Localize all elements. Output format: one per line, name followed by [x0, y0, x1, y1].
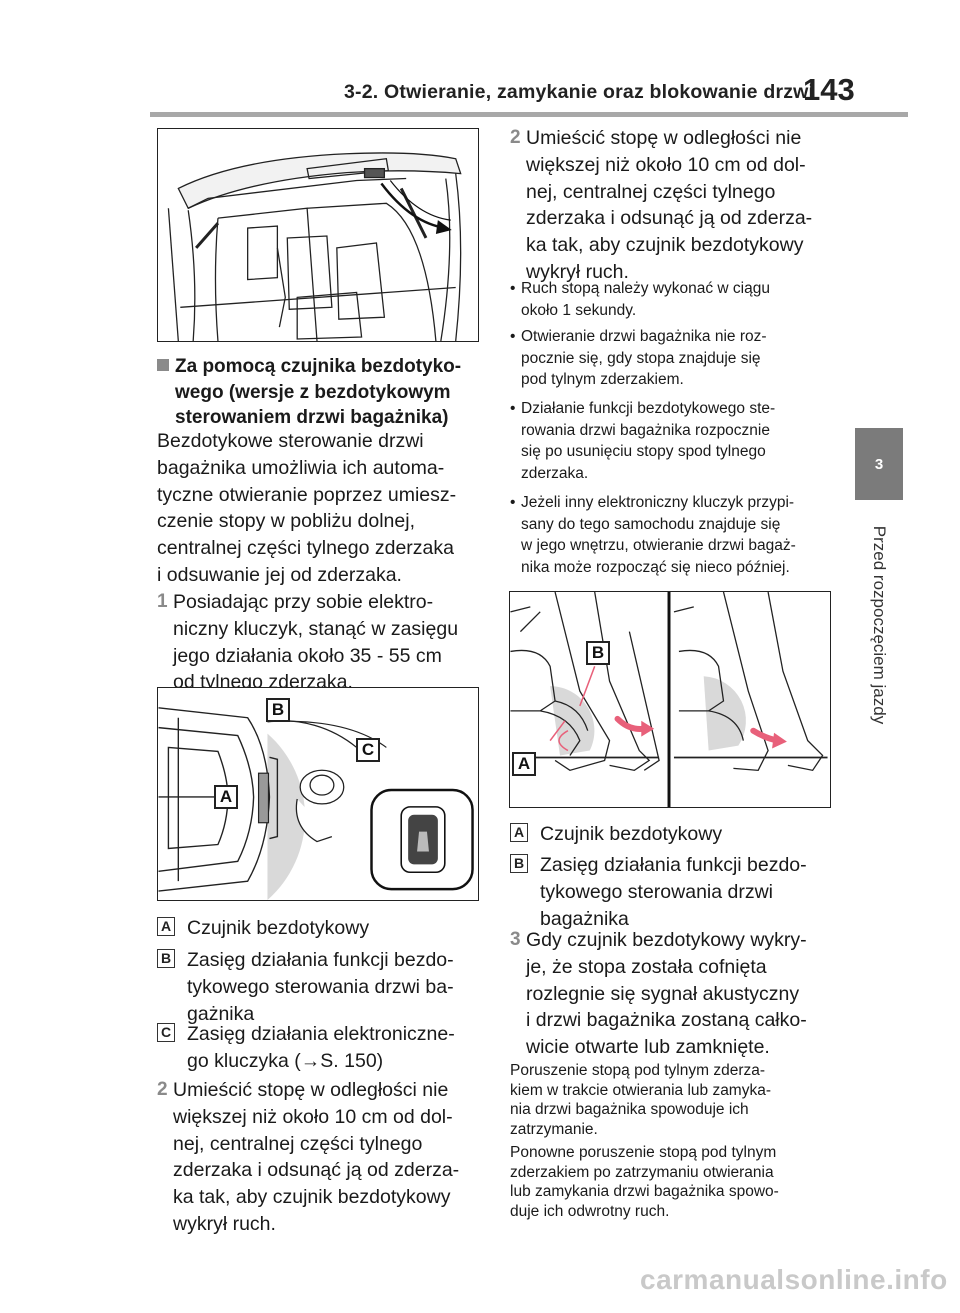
heading-line: sterowaniem drzwi bagażnika)	[175, 407, 449, 428]
bullet-dot: •	[510, 494, 516, 511]
step-item: 2 Umieścić stopę w odległości nie większ…	[510, 125, 845, 286]
legend-item: B Zasięg działania funkcji bezdo- tykowe…	[157, 947, 487, 1027]
foot-motion-drawing	[510, 592, 828, 807]
legend-item: A Czujnik bezdotykowy	[510, 821, 845, 848]
legend-item: A Czujnik bezdotykowy	[157, 915, 487, 942]
chapter-title: Przed rozpoczęciem jazdy	[870, 525, 889, 725]
intro-paragraph: Bezdotykowe sterowanie drzwi bagażnika u…	[157, 430, 457, 586]
step-item: 1 Posiadając przy sobie elektro- niczny …	[157, 589, 487, 696]
watermark: carmanualsonline.info	[640, 1264, 948, 1295]
bullet-item: • Otwieranie drzwi bagażnika nie roz- po…	[510, 326, 845, 391]
legend-badge: B	[510, 854, 528, 873]
step-number: 1	[157, 591, 168, 612]
step-text: Umieścić stopę w odległości nie większej…	[173, 1079, 460, 1235]
tailgate-illustration	[157, 128, 479, 342]
bullet-item: • Jeżeli inny elektroniczny kluczyk przy…	[510, 492, 845, 578]
step-number: 3	[510, 929, 521, 950]
legend-text: Czujnik bezdotykowy	[187, 917, 370, 939]
tailgate-drawing	[167, 152, 462, 341]
bullet-text: Działanie funkcji bezdotykowego ste- row…	[521, 400, 776, 482]
square-marker-icon	[157, 359, 169, 371]
bullet-dot: •	[510, 400, 516, 417]
heading-line: wego (wersje z bezdotykowym	[175, 381, 451, 403]
foot-motion-illustration: B A	[509, 591, 831, 808]
legend-text: Zasięg działania elektroniczne- go klucz…	[187, 1023, 455, 1072]
bullet-text: Jeżeli inny elektroniczny kluczyk przypi…	[521, 494, 796, 576]
bullet-text: Otwieranie drzwi bagażnika nie roz- pocz…	[521, 328, 767, 388]
section-heading: Za pomocą czujnika bezdotyko- wego (wers…	[157, 354, 487, 431]
figure-label-a: A	[512, 752, 536, 776]
running-header: 3-2. Otwieranie, zamykanie oraz blokowan…	[344, 81, 815, 103]
bullet-dot: •	[510, 280, 516, 297]
step-number: 2	[157, 1079, 168, 1100]
bullet-item: • Działanie funkcji bezdotykowego ste- r…	[510, 398, 845, 484]
step-text: Gdy czujnik bezdotykowy wykry- je, że st…	[526, 929, 807, 1059]
bullet-text: Ruch stopą należy wykonać w ciągu około …	[521, 280, 770, 319]
step-text: Posiadając przy sobie elektro- niczny kl…	[173, 591, 459, 694]
note-paragraph: Poruszenie stopą pod tylnym zderza- kiem…	[510, 1062, 772, 1138]
chapter-number: 3	[874, 455, 884, 473]
step-item: 3 Gdy czujnik bezdotykowy wykry- je, że …	[510, 927, 845, 1061]
chapter-tab: 3	[855, 428, 903, 500]
step-text: Umieścić stopę w odległości nie większej…	[526, 127, 813, 283]
legend-badge: B	[157, 949, 175, 968]
figure-label-b: B	[266, 698, 290, 722]
note-paragraph: Ponowne poruszenie stopą pod tylnym zder…	[510, 1144, 779, 1220]
bullet-item: • Ruch stopą należy wykonać w ciągu okoł…	[510, 278, 845, 321]
legend-text: Zasięg działania funkcji bezdo- tykowego…	[540, 854, 807, 930]
legend-badge: A	[510, 823, 528, 842]
bullet-dot: •	[510, 328, 516, 345]
page-number: 143	[803, 72, 855, 107]
figure-label-a: A	[214, 785, 238, 809]
legend-item: B Zasięg działania funkcji bezdo- tykowe…	[510, 852, 845, 932]
legend-item: C Zasięg działania elektroniczne- go klu…	[157, 1021, 487, 1075]
sensor-range-drawing	[158, 707, 474, 900]
figure-label-b: B	[586, 641, 610, 665]
step-number: 2	[510, 127, 521, 148]
legend-text: Czujnik bezdotykowy	[540, 823, 723, 845]
figure-label-c: C	[356, 738, 380, 762]
step-item: 2 Umieścić stopę w odległości nie większ…	[157, 1077, 487, 1238]
legend-badge: C	[157, 1023, 175, 1042]
legend-badge: A	[157, 917, 175, 936]
heading-line: Za pomocą czujnika bezdotyko-	[175, 356, 462, 377]
header-rule	[150, 112, 908, 117]
sensor-range-illustration: B C A	[157, 687, 479, 901]
legend-text: Zasięg działania funkcji bezdo- tykowego…	[187, 949, 454, 1025]
